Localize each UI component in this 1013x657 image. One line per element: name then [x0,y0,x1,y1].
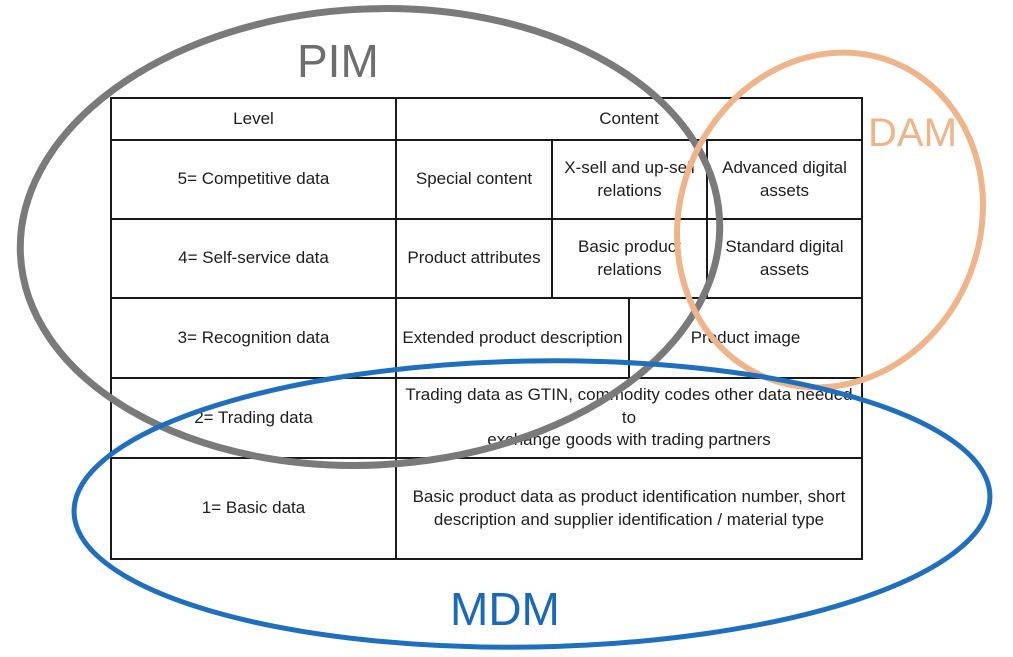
content-cell: Advanced digital assets [722,157,847,200]
content-cell: Basic product data as product identifica… [412,486,846,529]
content-cell: Standard digital assets [725,236,844,279]
row-divider [110,218,862,220]
pim-ellipse [16,5,724,469]
column-divider [706,139,708,299]
table-border-left [110,97,112,560]
column-divider [551,139,553,299]
table-border-top [110,97,862,99]
level-cell: 1= Basic data [201,498,306,518]
header-content: Content [599,108,659,128]
level-cell: 5= Competitive data [177,169,330,189]
mdm-ellipse [71,358,993,650]
mdm-label: MDM [450,583,560,635]
column-divider [395,97,397,560]
table-border-right [861,97,863,560]
level-cell: 4= Self-service data [178,248,329,268]
content-cell: X-sell and up-sell relations [564,157,695,200]
dam-ellipse [674,49,986,391]
content-cell: Product attributes [407,248,541,268]
level-cell: 3= Recognition data [177,327,330,347]
row-divider [110,297,862,299]
content-cell: Extended product description [402,327,623,347]
pim-label: PIM [297,35,379,87]
row-divider [110,377,862,379]
row-divider [110,139,862,141]
table-border-bottom [110,558,862,560]
content-cell: Special content [415,169,533,189]
header-level: Level [233,108,274,128]
content-cell: Basic product relations [578,236,681,279]
column-divider [628,297,630,379]
dam-label: DAM [868,111,957,155]
row-divider [110,457,862,459]
